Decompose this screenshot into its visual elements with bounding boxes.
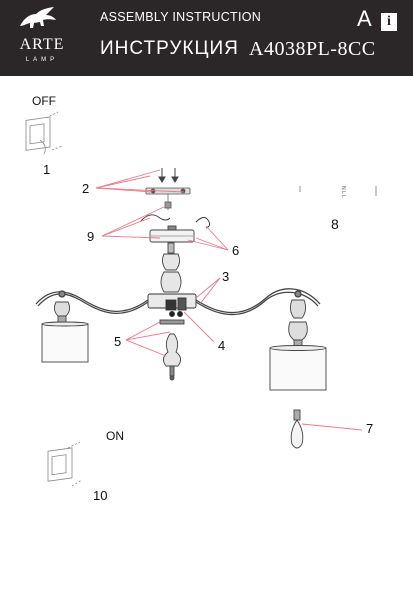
language-letter: A — [357, 6, 372, 31]
title-russian: ИНСТРУКЦИЯ — [100, 38, 239, 59]
right-candle-cup-icon — [288, 299, 308, 349]
central-column-icon — [160, 242, 182, 293]
right-lampshade-icon — [269, 345, 327, 391]
callout-2: 2 — [82, 181, 90, 196]
supply-wires-icon — [139, 214, 211, 229]
callout-10: 10 — [93, 488, 108, 503]
griffin-logo-icon — [20, 7, 56, 28]
callout-3: 3 — [222, 269, 230, 284]
callout-7: 7 — [366, 421, 374, 436]
wire-terminal-marks — [299, 186, 377, 196]
left-arm-icon — [35, 290, 149, 314]
callout-8: 8 — [331, 216, 339, 232]
left-candle-cup-icon — [53, 301, 71, 325]
brand-logo-subtext: LAMP — [25, 57, 59, 63]
model-number: A4038PL-8CC — [249, 38, 376, 60]
callout-9: 9 — [87, 229, 95, 244]
callout-1: 1 — [43, 162, 51, 177]
callout-5: 5 — [114, 334, 122, 349]
switch-off-label: OFF — [32, 94, 56, 108]
left-lampshade-icon — [41, 321, 89, 363]
callout-lines — [95, 169, 363, 431]
lower-finial-icon — [159, 319, 185, 381]
document-header: ARTE LAMP ASSEMBLY INSTRUCTION ИНСТРУКЦИ… — [0, 0, 413, 76]
wire-terminal-labels: N L L — [340, 186, 346, 198]
brand-logo-text: ARTE — [19, 36, 65, 53]
hub-body-icon — [147, 293, 197, 317]
right-arm-icon — [195, 288, 321, 316]
wall-switch-off-icon — [25, 111, 63, 155]
info-icon: i — [381, 13, 397, 31]
mounting-screws-icon — [158, 168, 179, 183]
switch-on-label: ON — [106, 429, 124, 443]
candle-bulb-icon — [290, 409, 304, 449]
callout-6: 6 — [232, 243, 240, 258]
canopy-icon — [149, 225, 195, 243]
wall-switch-on-icon — [47, 441, 83, 487]
title-english: ASSEMBLY INSTRUCTION — [100, 10, 262, 24]
callout-4: 4 — [218, 338, 226, 353]
